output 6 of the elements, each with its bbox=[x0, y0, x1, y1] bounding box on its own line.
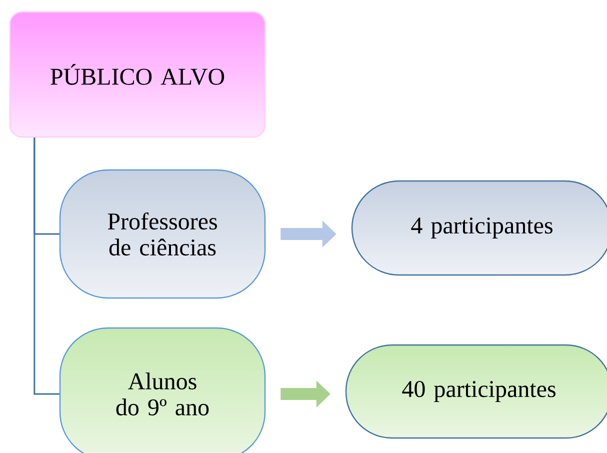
category-box: Alunos do 9º ano bbox=[59, 327, 266, 453]
result-box: 4 participantes bbox=[351, 180, 607, 276]
result-box: 40 participantes bbox=[345, 344, 607, 439]
title-box: PÚBLICO ALVO bbox=[9, 11, 266, 138]
connector-line bbox=[34, 138, 60, 395]
category-box: Professores de ciências bbox=[59, 169, 266, 299]
